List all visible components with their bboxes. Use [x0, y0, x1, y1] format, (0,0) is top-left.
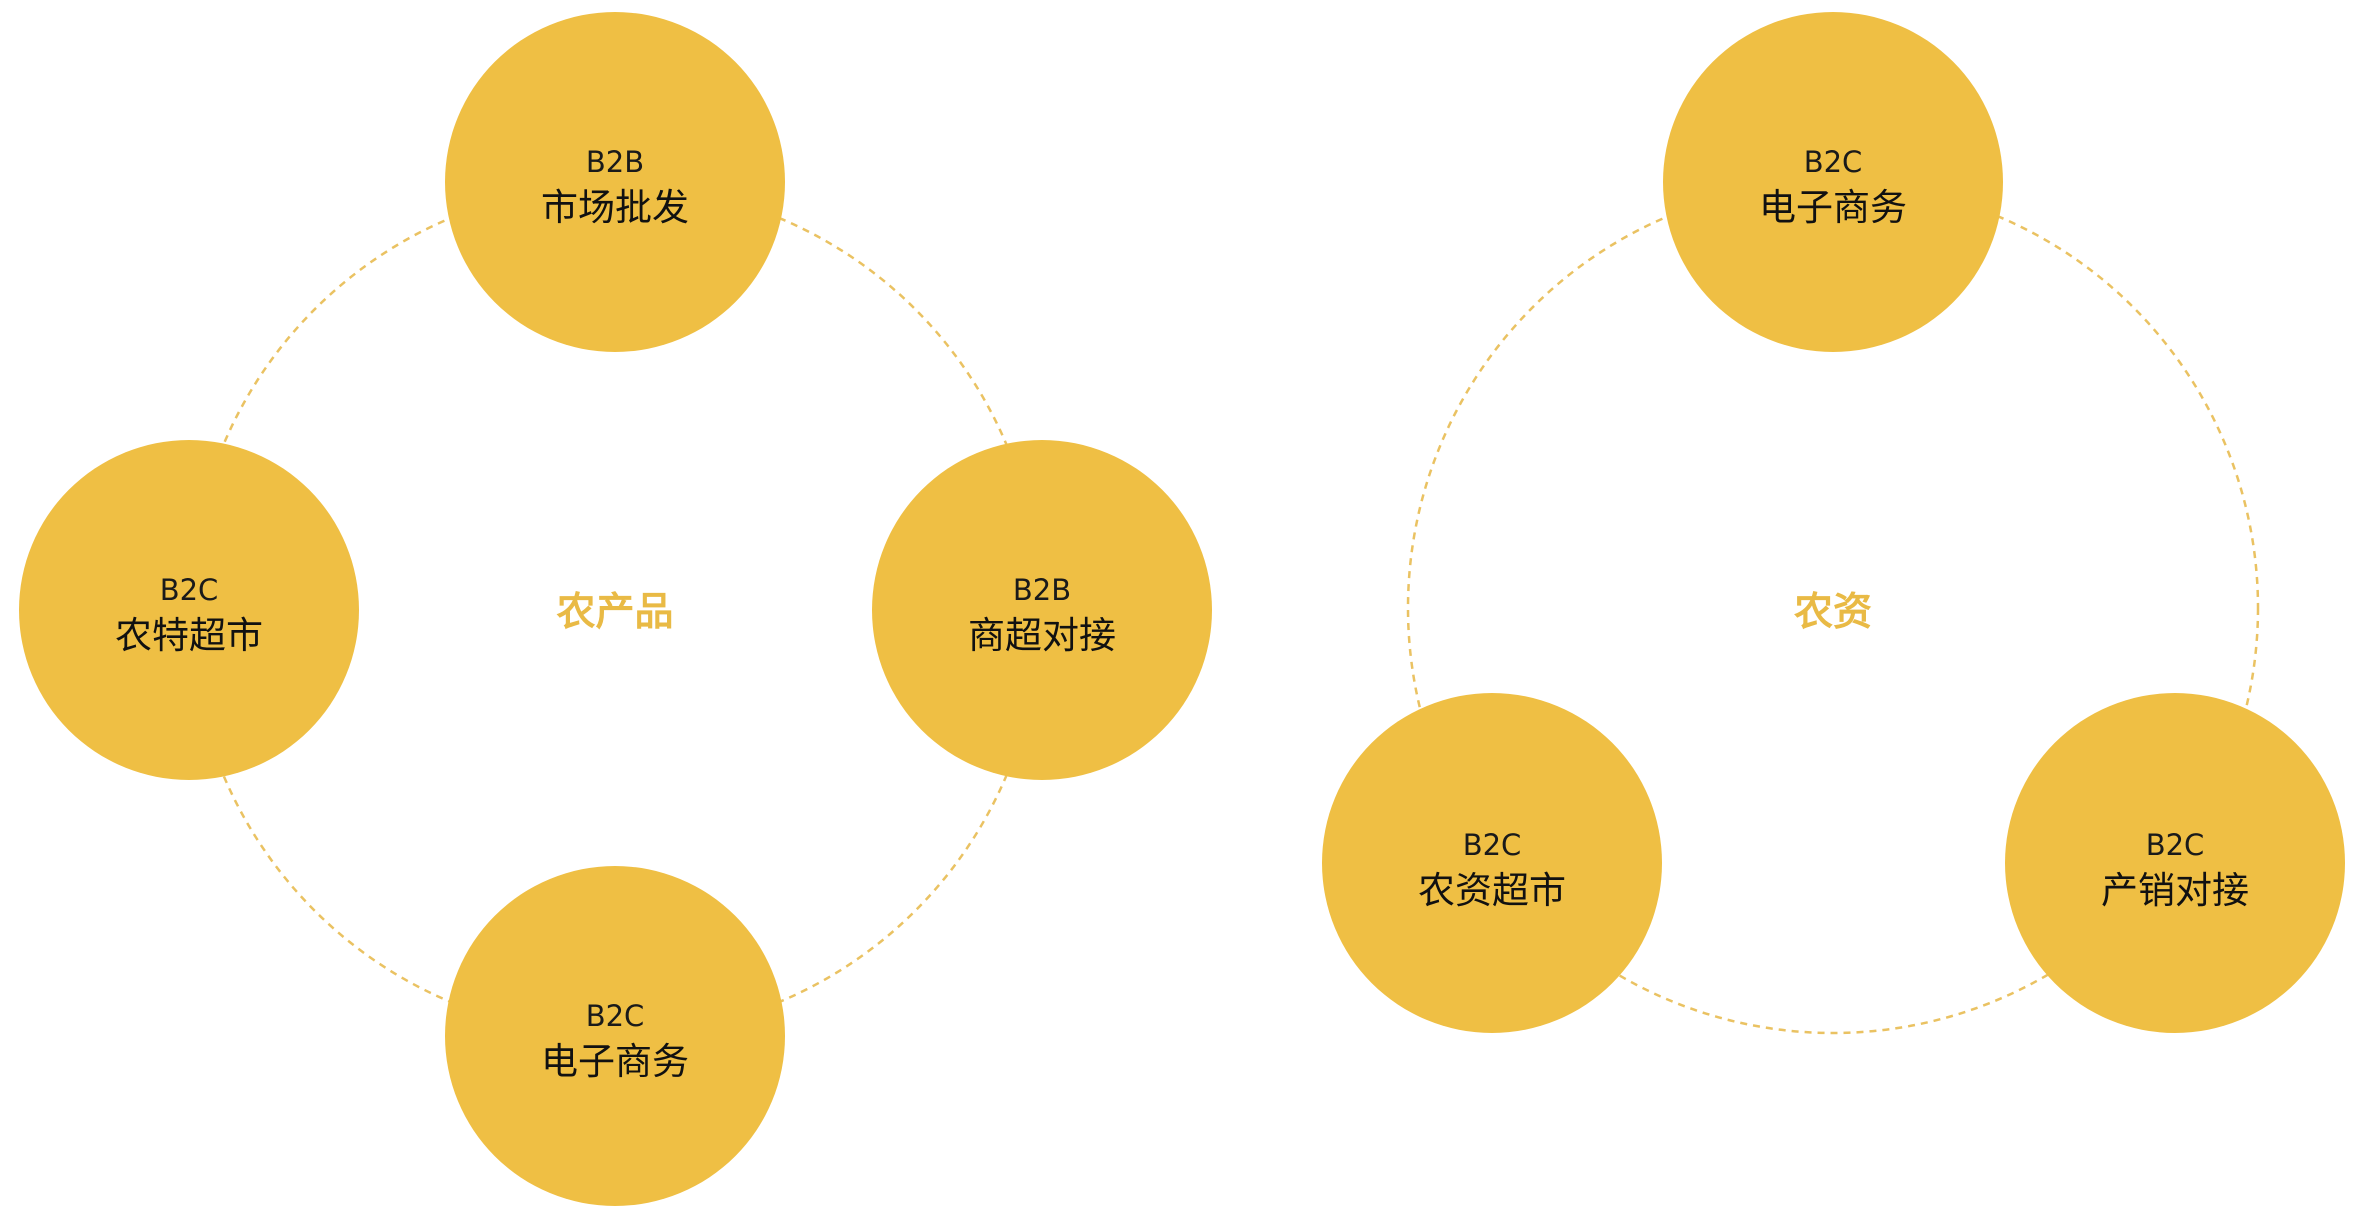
node-circle	[1322, 693, 1662, 1033]
node-type-label: B2C	[160, 573, 219, 607]
node-title: 市场批发	[541, 186, 689, 229]
node-type-label: B2B	[1013, 573, 1071, 607]
node-specialty-supermarket: B2C 农特超市	[19, 440, 359, 780]
node-input-supermarket: B2C 农资超市	[1322, 693, 1662, 1033]
agri-products-center-label: 农产品	[556, 590, 673, 635]
agri-inputs-center-label: 农资	[1794, 590, 1872, 635]
node-type-label: B2C	[2146, 828, 2205, 862]
node-title: 电子商务	[541, 1040, 689, 1083]
node-title: 商超对接	[968, 614, 1116, 657]
node-type-label: B2C	[586, 999, 645, 1033]
node-circle	[1663, 12, 2003, 352]
node-title: 农资超市	[1418, 869, 1566, 912]
node-circle	[2005, 693, 2345, 1033]
node-title: 产销对接	[2101, 869, 2249, 912]
node-circle	[445, 12, 785, 352]
agri-products-diagram: 农产品 B2B 市场批发 B2C 农特超市 B2B 商超对接 B2C 电子商务	[19, 12, 1212, 1206]
node-market-wholesale: B2B 市场批发	[445, 12, 785, 352]
node-circle	[19, 440, 359, 780]
node-circle	[445, 866, 785, 1206]
node-circle	[872, 440, 1212, 780]
node-ecommerce: B2C 电子商务	[1663, 12, 2003, 352]
node-type-label: B2C	[1804, 145, 1863, 179]
node-title: 农特超市	[115, 614, 263, 657]
node-title: 电子商务	[1759, 186, 1907, 229]
agri-inputs-diagram: 农资 B2C 电子商务 B2C 农资超市 B2C 产销对接	[1322, 12, 2345, 1035]
node-supermarket-docking: B2B 商超对接	[872, 440, 1212, 780]
node-type-label: B2C	[1463, 828, 1522, 862]
node-type-label: B2B	[586, 145, 644, 179]
node-ecommerce: B2C 电子商务	[445, 866, 785, 1206]
node-production-sales-docking: B2C 产销对接	[2005, 693, 2345, 1033]
